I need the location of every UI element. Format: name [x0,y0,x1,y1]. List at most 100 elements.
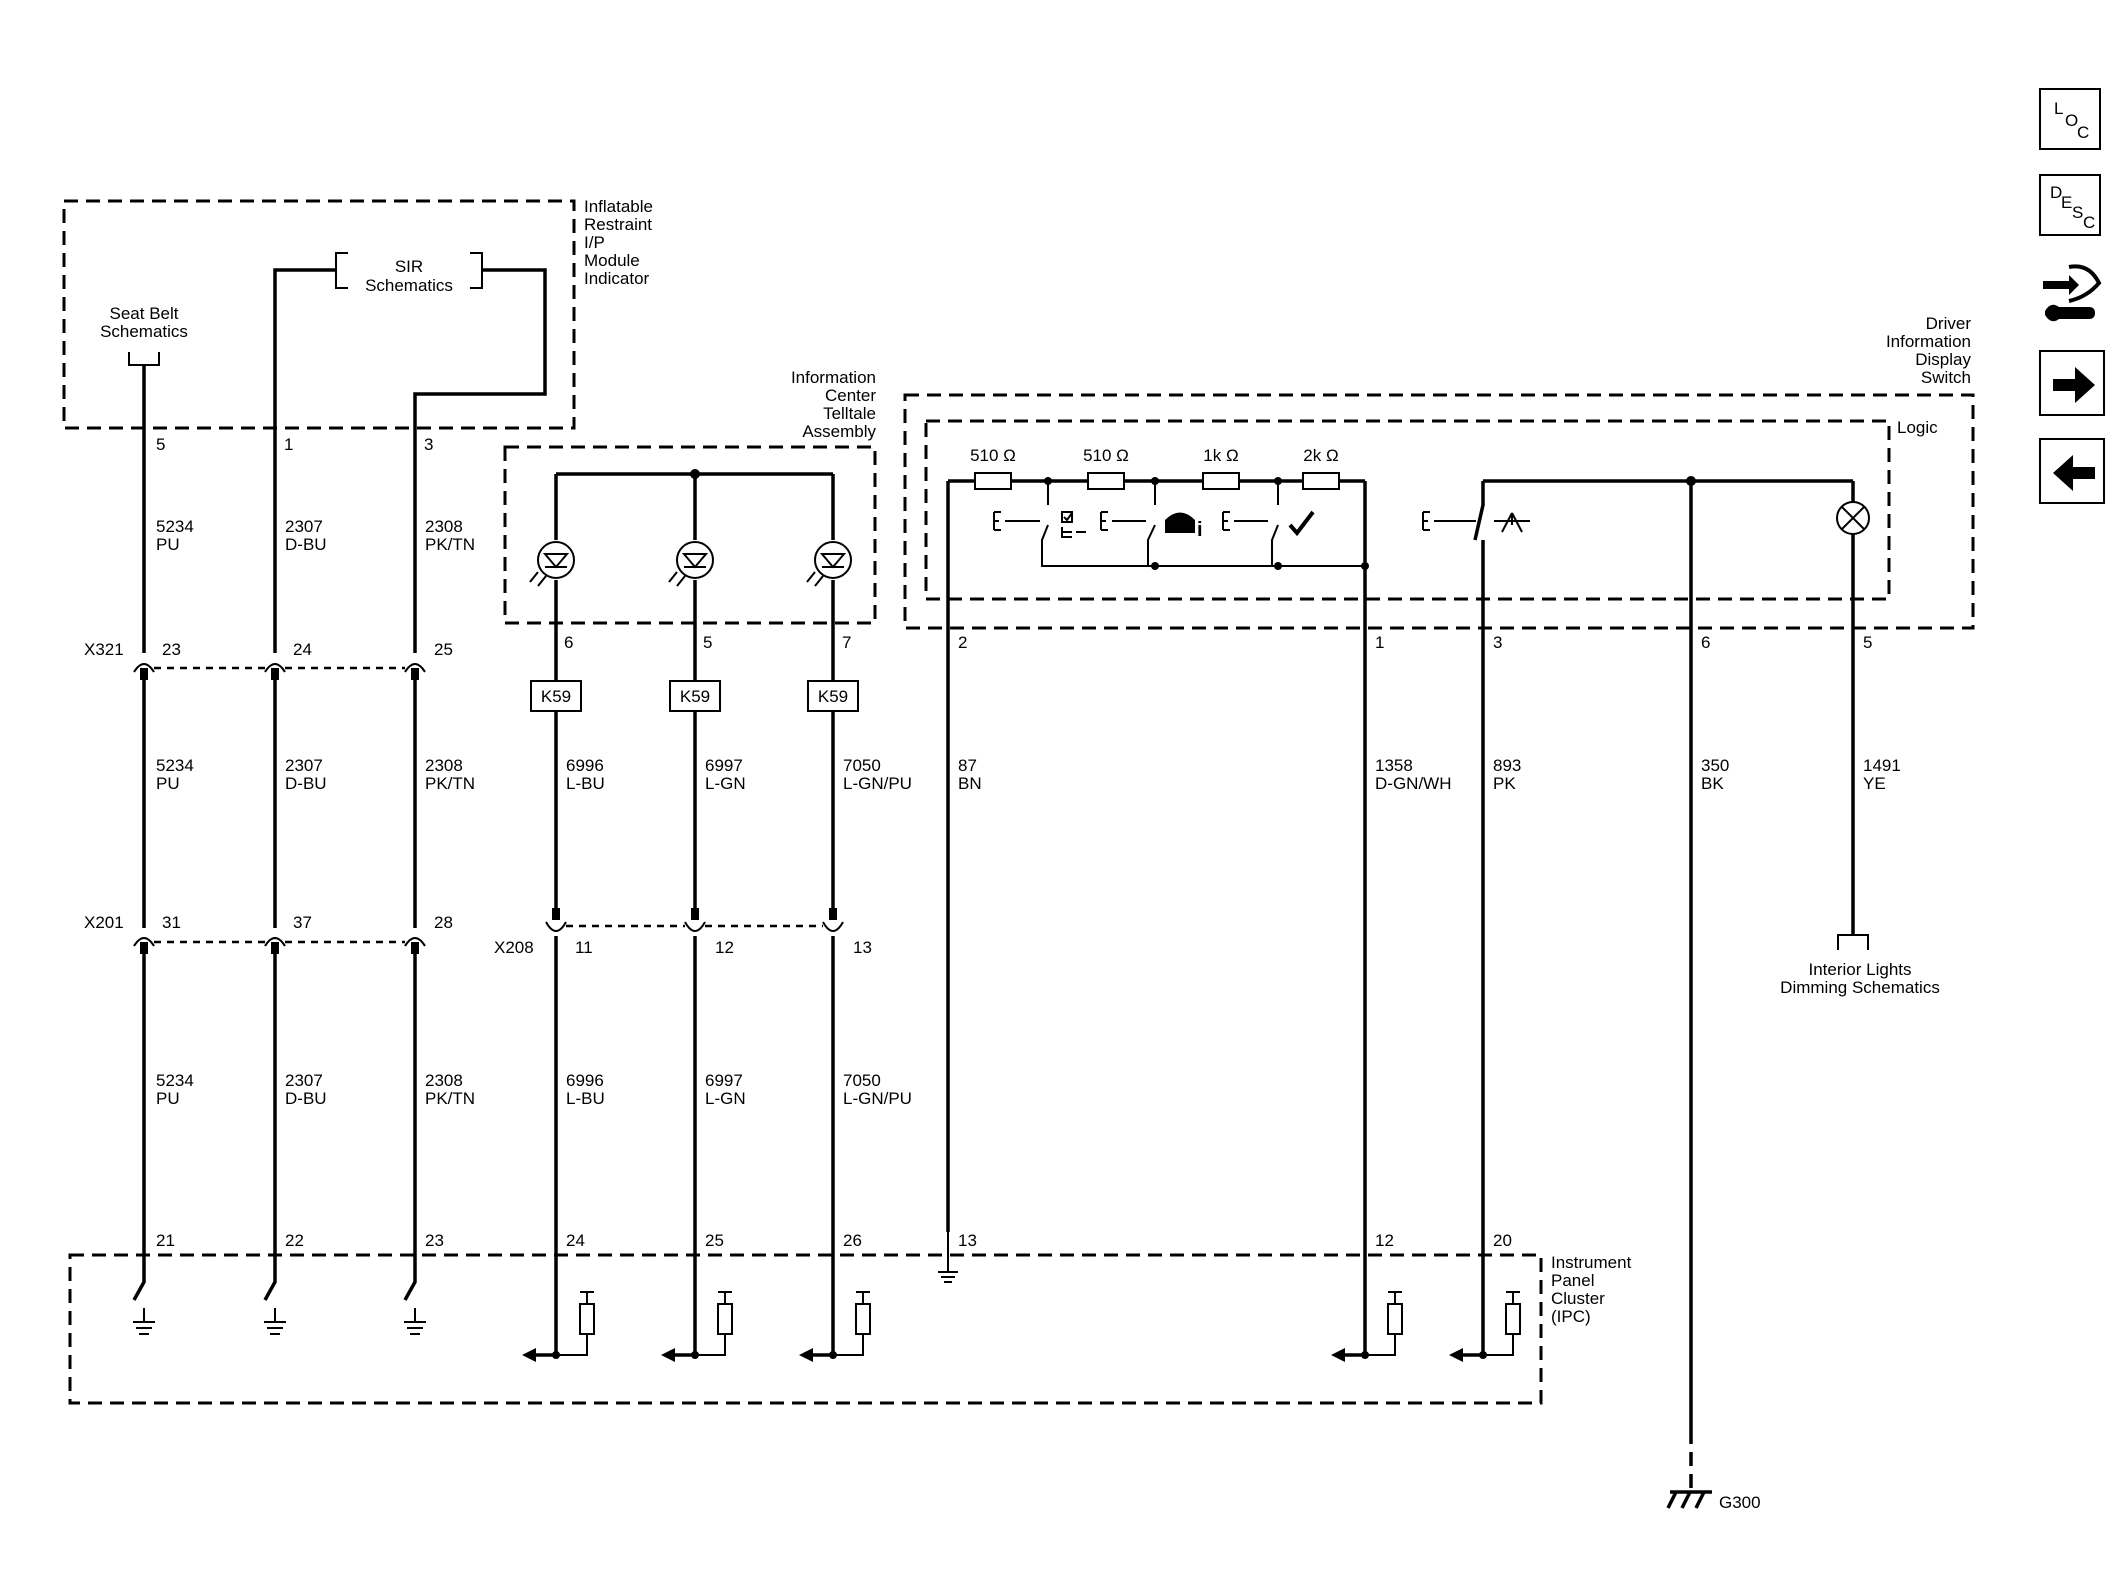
svg-text:Dimming Schematics: Dimming Schematics [1780,978,1940,997]
svg-text:L: L [2054,99,2063,118]
svg-text:D-BU: D-BU [285,774,327,793]
svg-text:D-BU: D-BU [285,1089,327,1108]
svg-text:PK: PK [1493,774,1516,793]
svg-text:Cluster: Cluster [1551,1289,1605,1308]
svg-text:23: 23 [162,640,181,659]
svg-text:11: 11 [575,938,593,957]
dic-pin-labels: 2 1 3 6 5 [958,633,1872,652]
svg-text:Seat Belt: Seat Belt [110,304,179,323]
svg-text:3: 3 [1493,633,1502,652]
svg-text:X201: X201 [84,913,124,932]
svg-text:K59: K59 [818,687,848,706]
logic-box [924,419,1891,601]
svg-text:PK/TN: PK/TN [425,1089,475,1108]
svg-text:5234: 5234 [156,517,194,536]
svg-text:2307: 2307 [285,517,323,536]
svg-text:13: 13 [958,1231,977,1250]
description-button[interactable]: D E S C [2039,174,2101,236]
svg-text:1: 1 [1375,633,1384,652]
svg-text:12: 12 [1375,1231,1394,1250]
svg-text:PU: PU [156,774,180,793]
telltale-led-1 [529,474,575,653]
svg-text:2308: 2308 [425,1071,463,1090]
arrow-right-icon [2053,367,2095,403]
ipc-label: Instrument Panel Cluster (IPC) [1551,1253,1632,1326]
svg-text:BN: BN [958,774,982,793]
svg-text:25: 25 [434,640,453,659]
svg-text:(IPC): (IPC) [1551,1307,1591,1326]
sir-schematics-ref[interactable]: SIR Schematics [335,252,483,295]
pin-label: 5 [156,435,165,454]
ipc-input-circuits [522,1232,1521,1362]
svg-text:Information: Information [791,368,876,387]
connector-repair-icon[interactable] [2039,255,2105,322]
ipc-ground-switches [132,1270,426,1335]
svg-text:13: 13 [853,938,872,957]
svg-text:6: 6 [1701,633,1710,652]
svg-text:25: 25 [705,1231,724,1250]
svg-text:K59: K59 [541,687,571,706]
svg-text:350: 350 [1701,756,1729,775]
svg-text:2308: 2308 [425,756,463,775]
svg-text:Restraint: Restraint [584,215,652,234]
pin-label: 1 [284,435,293,454]
svg-text:26: 26 [843,1231,862,1250]
svg-text:X321: X321 [84,640,124,659]
svg-text:Assembly: Assembly [802,422,876,441]
svg-text:6996: 6996 [566,756,604,775]
svg-text:7: 7 [842,633,851,652]
svg-text:Inflatable: Inflatable [584,197,653,216]
svg-text:28: 28 [434,913,453,932]
svg-text:L-GN/PU: L-GN/PU [843,1089,912,1108]
svg-text:6: 6 [564,633,573,652]
dic-switch-box [903,393,1975,630]
svg-text:Telltale: Telltale [823,404,876,423]
svg-text:D: D [2050,183,2062,202]
connector-x201: X201 31 37 28 [84,913,453,954]
svg-text:PU: PU [156,1089,180,1108]
svg-text:1491: 1491 [1863,756,1901,775]
svg-text:PK/TN: PK/TN [425,774,475,793]
svg-text:D-BU: D-BU [285,535,327,554]
svg-text:31: 31 [162,913,181,932]
location-button[interactable]: L O C [2039,88,2101,150]
svg-text:Schematics: Schematics [100,322,188,341]
svg-text:C: C [2083,213,2095,232]
previous-page-button[interactable] [2039,438,2105,504]
svg-text:21: 21 [156,1231,175,1250]
svg-text:L-GN: L-GN [705,774,746,793]
connector-x321: X321 23 24 25 [84,640,453,680]
interior-lights-ref[interactable]: Interior Lights Dimming Schematics [1780,934,1940,997]
svg-text:PU: PU [156,535,180,554]
ipc-pin-labels: 21 22 23 24 25 26 13 12 20 [156,1231,1512,1250]
next-page-button[interactable] [2039,350,2105,416]
pin-label: 3 [424,435,433,454]
svg-text:6997: 6997 [705,756,743,775]
svg-text:I/P: I/P [584,233,605,252]
svg-text:K59: K59 [680,687,710,706]
svg-text:PK/TN: PK/TN [425,535,475,554]
logic-label: Logic [1897,418,1938,437]
svg-text:6997: 6997 [705,1071,743,1090]
svg-text:Center: Center [825,386,876,405]
svg-text:Switch: Switch [1921,368,1971,387]
seat-belt-schematics-ref[interactable]: Seat Belt Schematics [100,304,188,366]
svg-text:2307: 2307 [285,1071,323,1090]
svg-text:2: 2 [958,633,967,652]
svg-text:C: C [2077,123,2089,142]
info-center-label: Information Center Telltale Assembly [791,368,877,441]
svg-text:6996: 6996 [566,1071,604,1090]
svg-text:D-GN/WH: D-GN/WH [1375,774,1451,793]
svg-text:Display: Display [1915,350,1971,369]
svg-text:7050: 7050 [843,756,881,775]
inflatable-restraint-label: Inflatable Restraint I/P Module Indicato… [584,197,653,288]
svg-text:Instrument: Instrument [1551,1253,1632,1272]
info-center-telltale-box [503,445,877,625]
svg-text:Driver: Driver [1926,314,1972,333]
